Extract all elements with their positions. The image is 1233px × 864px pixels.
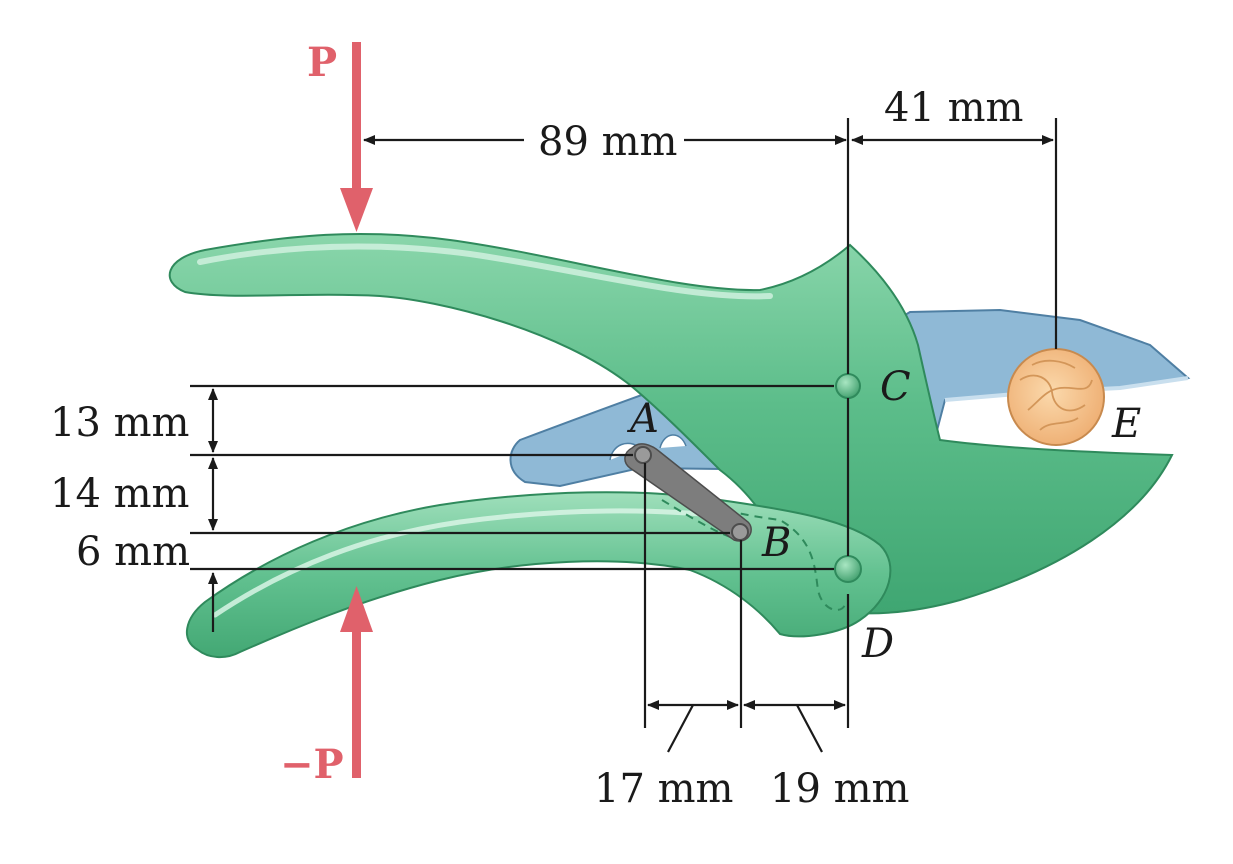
force-arrow-minus-p — [340, 586, 373, 778]
wood-grain — [1031, 359, 1076, 369]
dimension-label-89: 89 mm — [538, 119, 677, 165]
pin-b — [731, 523, 749, 541]
pin-a — [634, 446, 652, 464]
blade-notch — [659, 434, 687, 449]
upper-handle-highlight — [197, 243, 773, 300]
dimension-label-6: 6 mm — [76, 529, 190, 575]
dimension-label-17: 17 mm — [594, 766, 733, 812]
wood-grain — [1027, 379, 1093, 411]
dimension-label-14: 14 mm — [50, 471, 189, 517]
dimension-label-19: 19 mm — [770, 766, 909, 812]
dimension-label-13: 13 mm — [50, 400, 189, 446]
pin-c — [835, 373, 861, 399]
dimension-label-41: 41 mm — [884, 85, 1023, 131]
upper-handle — [168, 232, 1174, 615]
point-label-d: D — [861, 621, 894, 667]
pin-d — [834, 555, 862, 583]
wood-grain — [1019, 374, 1086, 412]
point-label-e: E — [1111, 401, 1141, 447]
link-ab — [624, 443, 752, 542]
leader-17 — [667, 704, 694, 753]
force-arrow-p — [340, 42, 373, 232]
wood-grain — [1039, 417, 1079, 431]
point-label-b: B — [761, 520, 791, 566]
lower-handle-highlight — [212, 508, 743, 618]
force-label-minus-p: −P — [280, 741, 344, 788]
point-label-c: C — [880, 364, 911, 410]
force-label-p: P — [307, 39, 337, 86]
lower-handle — [185, 491, 892, 658]
leader-19 — [796, 704, 823, 753]
point-label-a: A — [626, 396, 659, 442]
wood-branch — [1007, 348, 1105, 446]
